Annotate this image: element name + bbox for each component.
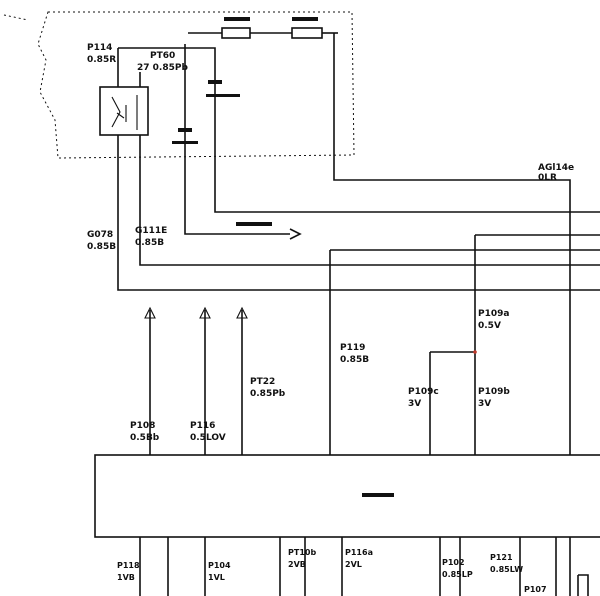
label-p121-wire: 0.85LW (490, 565, 523, 574)
label-p110-code: PT10b (288, 548, 316, 557)
label-g111-wire: 0.85B (135, 238, 164, 248)
housing-boundary (37, 11, 355, 159)
label-p119-wire: 0.85B (340, 355, 369, 365)
label-p116a-wire: 2VL (345, 560, 362, 569)
ecm-module (94, 454, 600, 538)
label-g078-wire: 0.85B (87, 242, 116, 252)
label-p109a-wire: 0.5V (478, 321, 501, 331)
label-p109a-code: P109a (478, 309, 509, 319)
label-agl-wire: 0LR (538, 173, 557, 183)
label-g111-code: G111E (135, 226, 167, 236)
label-p160-code: PT60 (150, 51, 175, 61)
label-pt22-wire: 0.85Pb (250, 389, 286, 399)
label-g078-code: G078 (87, 230, 113, 240)
fuse-2 (291, 27, 323, 39)
label-p107-code: P107 (524, 585, 547, 594)
label-p109b-wire: 3V (478, 399, 491, 409)
label-p116a-code: P116a (345, 548, 373, 557)
label-p109b-code: P109b (478, 387, 510, 397)
label-p116-code: P116 (190, 421, 215, 431)
fuse-1 (221, 27, 251, 39)
label-p102-wire: 0.85LP (442, 570, 473, 579)
label-p118-wire: 1VB (117, 573, 135, 582)
label-agl-code: AGl14e (538, 163, 574, 173)
label-p116-wire: 0.5LOV (190, 433, 226, 443)
label-p110-wire: 2VB (288, 560, 306, 569)
label-p160-wire: 27 0.85Pb (137, 63, 188, 73)
label-p118-code: P118 (117, 561, 140, 570)
label-p109c-wire: 3V (408, 399, 421, 409)
label-p114-wire: 0.85R (87, 55, 116, 65)
label-p104-code: P104 (208, 561, 231, 570)
label-p114-code: P114 (87, 43, 112, 53)
label-pt22-code: PT22 (250, 377, 275, 387)
relay (99, 86, 149, 136)
label-p108-code: P108 (130, 421, 155, 431)
label-p108-wire: 0.5Bb (130, 433, 160, 443)
label-p109c-code: P109c (408, 387, 439, 397)
ground-arrow (289, 228, 302, 240)
label-p121-code: P121 (490, 553, 513, 562)
label-p104-wire: 1VL (208, 573, 225, 582)
label-p102-code: P102 (442, 558, 465, 567)
corner-mark (3, 14, 29, 21)
label-p119-code: P119 (340, 343, 365, 353)
